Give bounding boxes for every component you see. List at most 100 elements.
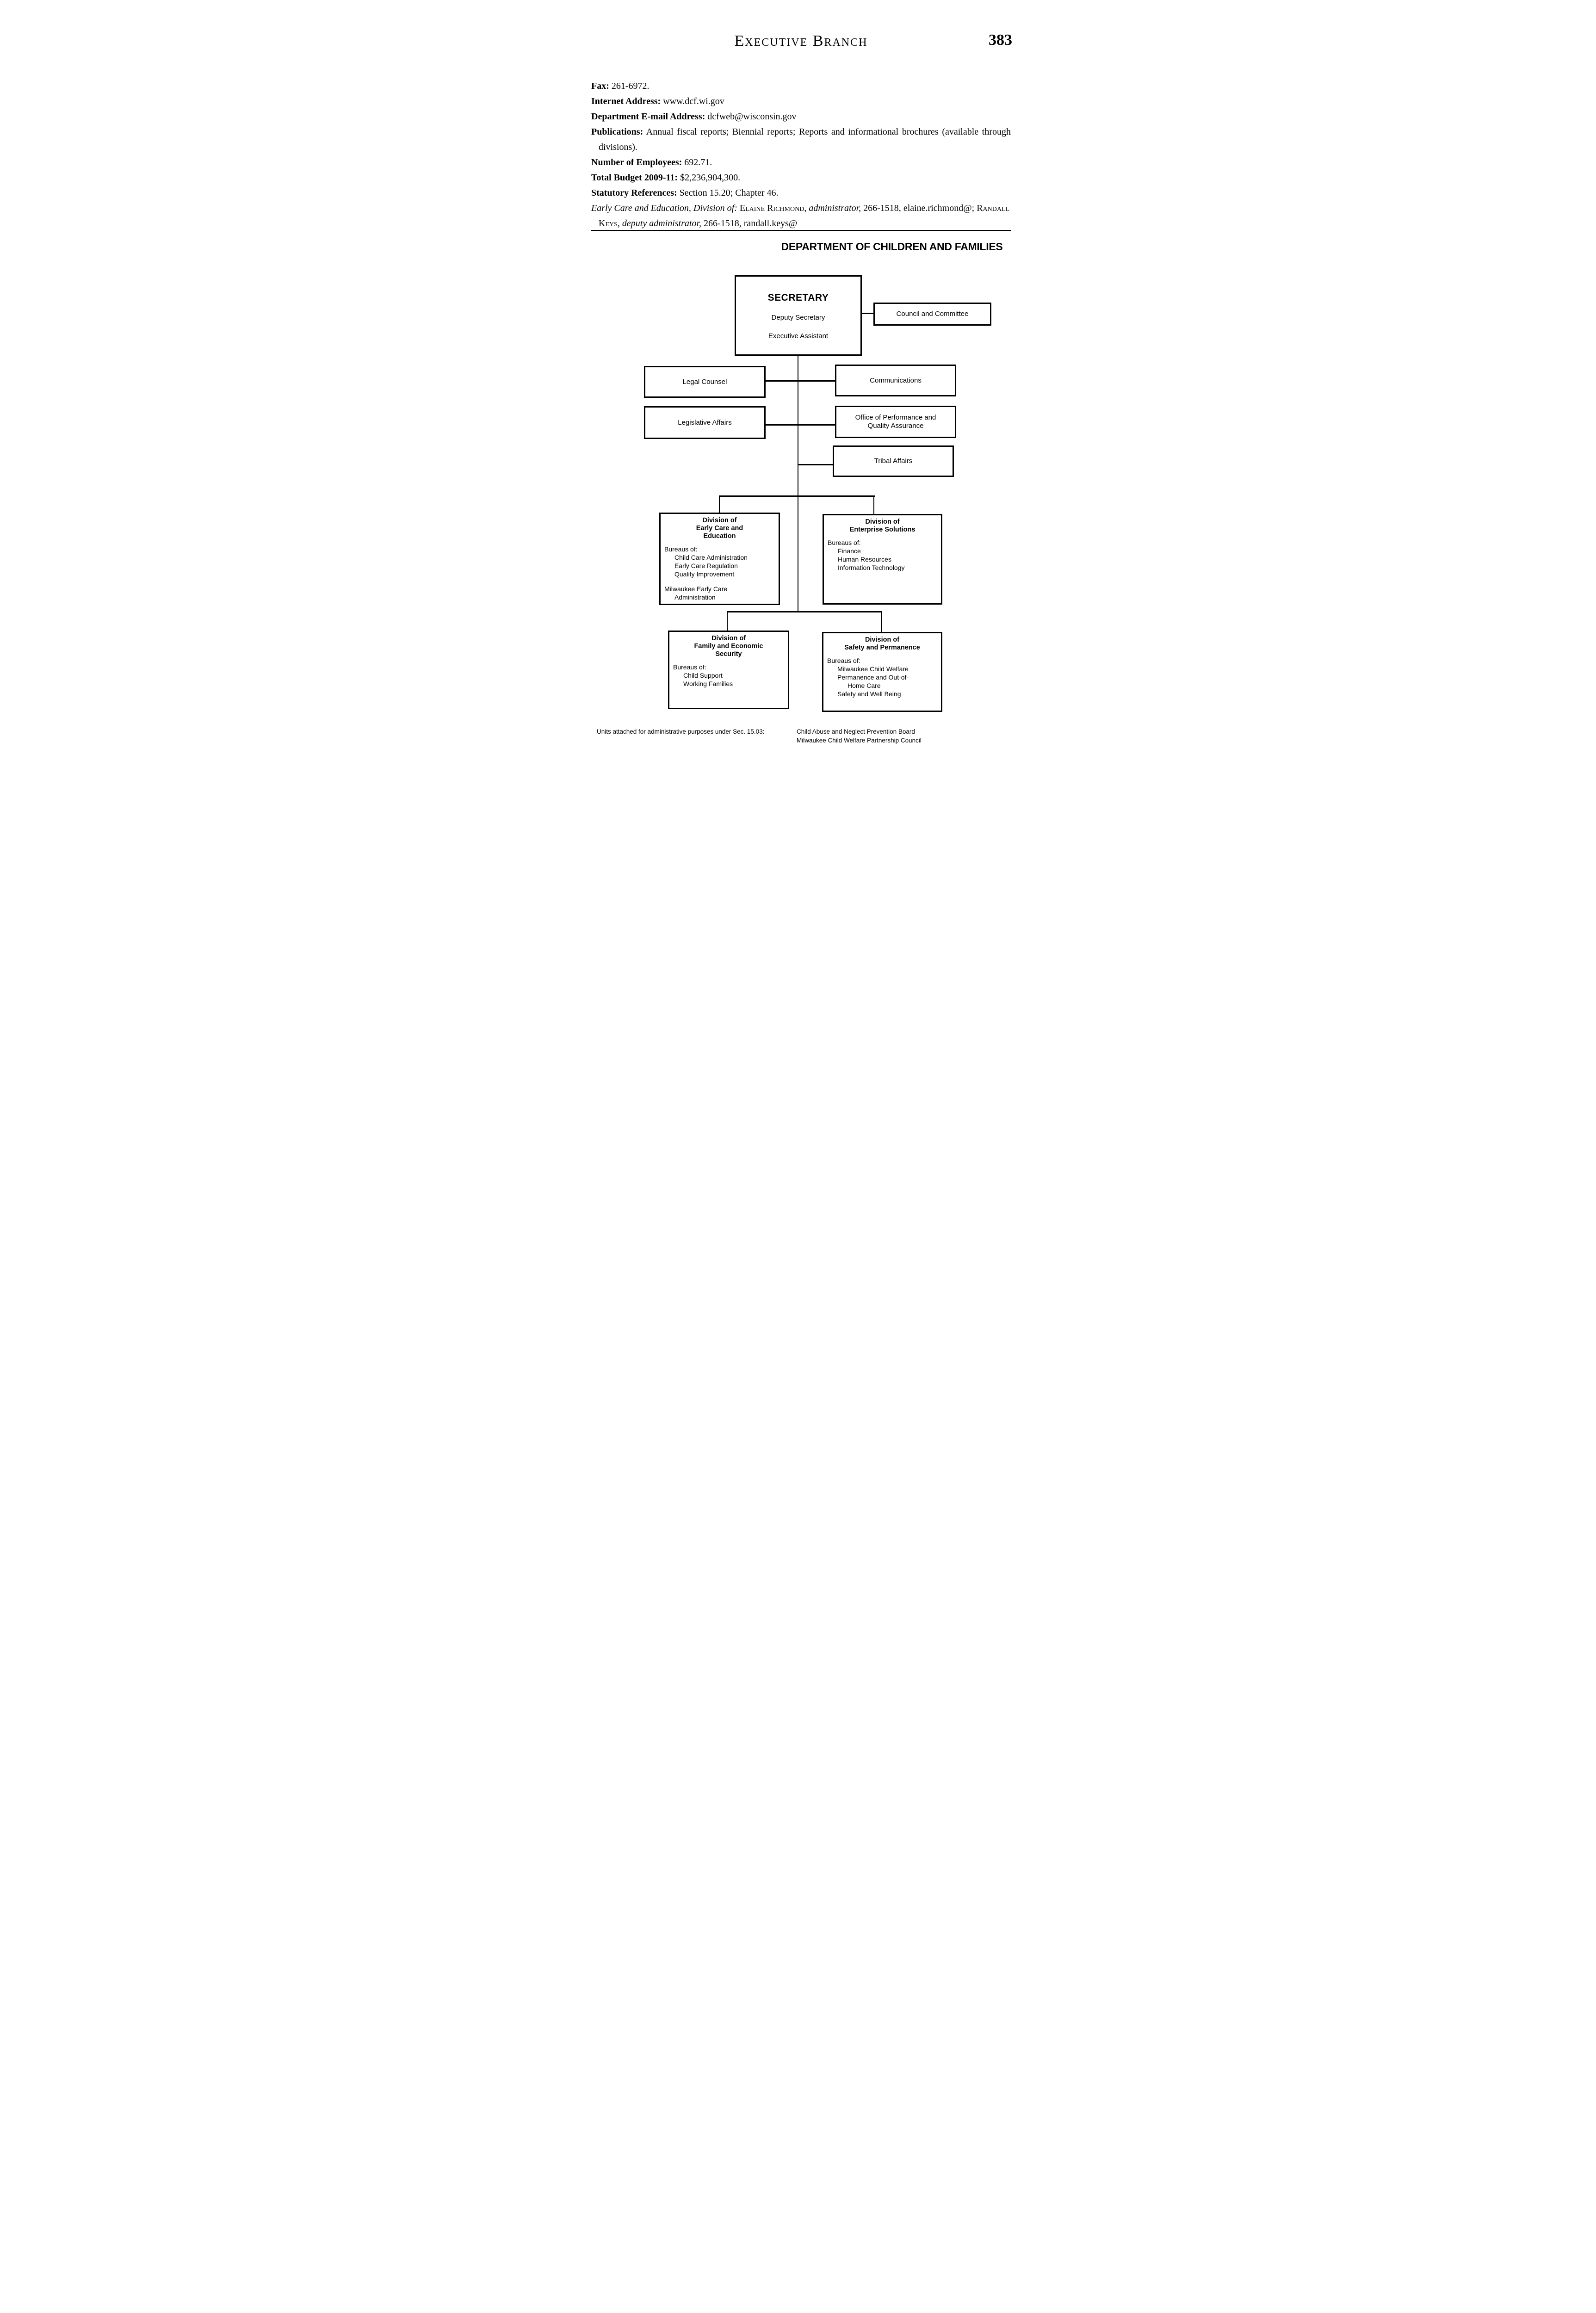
deputy-title: deputy administrator, <box>622 218 702 229</box>
info-value: dcfweb@wisconsin.gov <box>707 111 797 122</box>
connector-branch1-right-drop <box>873 495 874 514</box>
org-chart-title: DEPARTMENT OF CHILDREN AND FAMILIES <box>781 241 1003 253</box>
secretary-box: SECRETARY Deputy Secretary Executive Ass… <box>735 275 862 356</box>
info-line-email-address: Department E-mail Address: dcfweb@wiscon… <box>591 109 1011 124</box>
horizontal-divider <box>591 230 1011 231</box>
bureaus-label: Bureaus of: <box>673 663 706 671</box>
bureaus-label: Bureaus of: <box>827 657 860 664</box>
info-label: Fax: <box>591 81 609 91</box>
connector-row1 <box>766 380 835 382</box>
bureaus-label: Bureaus of: <box>664 545 698 553</box>
division-title-line: Early Care and <box>696 525 743 532</box>
administrator-phone: 266-1518, <box>863 203 901 213</box>
performance-quality-box: Office of Performance and Quality Assura… <box>835 406 956 438</box>
division-title-line: Education <box>703 532 736 540</box>
connector-tribal-stub <box>798 464 833 465</box>
division-name: Early Care and Education, Division of: <box>591 203 737 213</box>
bureau-item: Working Families <box>683 680 733 687</box>
executive-assistant-label: Executive Assistant <box>768 332 829 340</box>
administrator-title: administrator, <box>809 203 861 213</box>
council-and-committee-label: Council and Committee <box>896 310 969 318</box>
legal-counsel-box: Legal Counsel <box>644 366 766 398</box>
bureau-item: Finance <box>838 547 861 555</box>
bureau-item: Human Resources <box>838 556 891 563</box>
info-value: Annual fiscal reports; Biennial reports;… <box>599 127 1011 152</box>
bureau-item: Child Care Administration <box>674 554 748 561</box>
connector-branch2-left-drop <box>727 611 728 631</box>
administrator-name: Elaine Richmond, <box>739 203 807 213</box>
unit-line: Administration <box>674 594 716 601</box>
division-title-line: Division of <box>711 635 746 642</box>
bureau-item: Child Support <box>683 672 723 679</box>
connector-branch1-horizontal <box>719 495 875 497</box>
document-page: Executive Branch 383 Fax: 261-6972. Inte… <box>532 0 1064 810</box>
connector-branch2-horizontal <box>727 611 882 612</box>
spacer <box>673 658 784 663</box>
info-value: 261-6972. <box>611 81 650 91</box>
attached-units-note-label: Units attached for administrative purpos… <box>597 728 765 735</box>
bureau-item: Safety and Well Being <box>837 690 901 698</box>
spacer <box>664 578 775 585</box>
info-label: Number of Employees: <box>591 157 682 167</box>
communications-box: Communications <box>835 365 956 396</box>
spacer <box>828 534 937 538</box>
info-line-publications: Publications: Annual fiscal reports; Bie… <box>591 124 1011 155</box>
communications-label: Communications <box>870 376 922 384</box>
connector-branch1-left-drop <box>719 495 720 513</box>
attached-units-list: Child Abuse and Neglect Prevention Board… <box>797 727 1000 745</box>
division-title-line: Family and Economic <box>694 643 763 650</box>
page-number: 383 <box>989 31 1012 49</box>
performance-quality-label-line1: Office of Performance and <box>855 414 936 421</box>
info-value: 692.71. <box>684 157 712 167</box>
info-line-budget: Total Budget 2009-11: $2,236,904,300. <box>591 170 1011 186</box>
connector-row2 <box>766 424 835 426</box>
info-label: Internet Address: <box>591 96 661 106</box>
division-contact-line: Early Care and Education, Division of: E… <box>591 201 1011 231</box>
division-title-line: Security <box>715 650 742 658</box>
division-title-line: Safety and Permanence <box>844 644 920 651</box>
connector-secretary-council <box>860 313 873 314</box>
connector-branch2-right-drop <box>881 611 882 632</box>
deputy-email: randall.keys@ <box>743 218 798 229</box>
bureau-item: Information Technology <box>838 564 905 571</box>
info-line-employees: Number of Employees: 692.71. <box>591 155 1011 170</box>
legal-counsel-label: Legal Counsel <box>682 377 727 386</box>
page-header-title: Executive Branch <box>734 32 868 49</box>
bureaus-label: Bureaus of: <box>828 539 861 546</box>
deputy-secretary-label: Deputy Secretary <box>771 314 825 322</box>
division-early-care-box: Division of Early Care and Education Bur… <box>659 513 780 605</box>
bureau-item-continuation: Home Care <box>847 682 881 689</box>
info-label: Statutory References: <box>591 188 677 198</box>
info-value: Section 15.20; Chapter 46. <box>679 188 779 198</box>
secretary-title: SECRETARY <box>767 292 829 303</box>
division-family-economic-security-box: Division of Family and Economic Security… <box>668 631 789 709</box>
division-safety-permanence-box: Division of Safety and Permanence Bureau… <box>822 632 942 712</box>
legislative-affairs-box: Legislative Affairs <box>644 406 766 439</box>
division-enterprise-solutions-box: Division of Enterprise Solutions Bureaus… <box>823 514 942 605</box>
bureau-item: Milwaukee Child Welfare <box>837 665 909 673</box>
legislative-affairs-label: Legislative Affairs <box>678 418 732 427</box>
agency-info-block: Fax: 261-6972. Internet Address: www.dcf… <box>591 79 1011 231</box>
info-line-fax: Fax: 261-6972. <box>591 79 1011 94</box>
info-label: Department E-mail Address: <box>591 111 705 122</box>
attached-unit-item: Child Abuse and Neglect Prevention Board <box>797 728 915 735</box>
attached-unit-item: Milwaukee Child Welfare Partnership Coun… <box>797 737 922 744</box>
info-label: Total Budget 2009-11: <box>591 173 678 183</box>
unit-line: Milwaukee Early Care <box>664 585 728 593</box>
bureau-item: Early Care Regulation <box>674 562 738 569</box>
info-label: Publications: <box>591 127 643 137</box>
division-title-line: Division of <box>865 518 900 526</box>
info-value: www.dcf.wi.gov <box>663 96 724 106</box>
tribal-affairs-box: Tribal Affairs <box>833 445 954 477</box>
info-line-statutory-references: Statutory References: Section 15.20; Cha… <box>591 186 1011 201</box>
tribal-affairs-label: Tribal Affairs <box>874 457 913 465</box>
bureau-item: Quality Improvement <box>674 570 735 578</box>
division-title-line: Division of <box>702 517 737 524</box>
info-value: $2,236,904,300. <box>680 173 741 183</box>
bureau-item: Permanence and Out-of- <box>837 674 909 681</box>
council-and-committee-box: Council and Committee <box>873 303 991 326</box>
administrator-email: elaine.richmond@; <box>903 203 975 213</box>
spacer <box>827 652 937 656</box>
division-title-line: Division of <box>865 636 900 643</box>
deputy-phone: 266-1518, <box>704 218 742 229</box>
